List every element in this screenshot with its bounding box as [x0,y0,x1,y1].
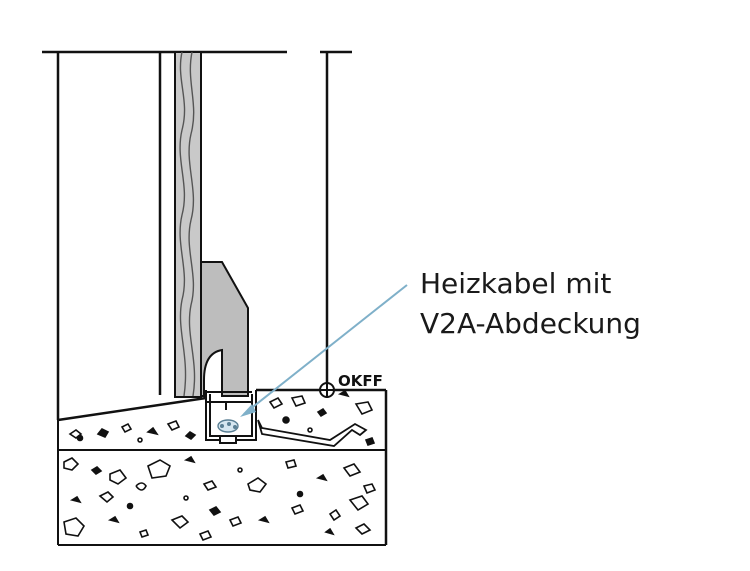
callout-arrow [240,284,408,417]
callout-line-2: V2A-Abdeckung [420,307,641,340]
okff-marker: OKFF [319,372,383,398]
heating-cable-callout: Heizkabel mit V2A-Abdeckung [420,264,641,344]
drainage-channel [205,390,257,444]
screed-slope [57,396,207,422]
concrete-aggregate [63,389,377,542]
door-bottom-profile [200,261,249,397]
frame-verticals [56,52,329,420]
callout-line-1: Heizkabel mit [420,267,612,300]
wooden-door-leaf [174,51,202,398]
floor-finish-layer [57,420,386,546]
cover-profile-strip [257,419,368,447]
okff-label: OKFF [338,372,383,390]
heating-cable [217,419,239,433]
